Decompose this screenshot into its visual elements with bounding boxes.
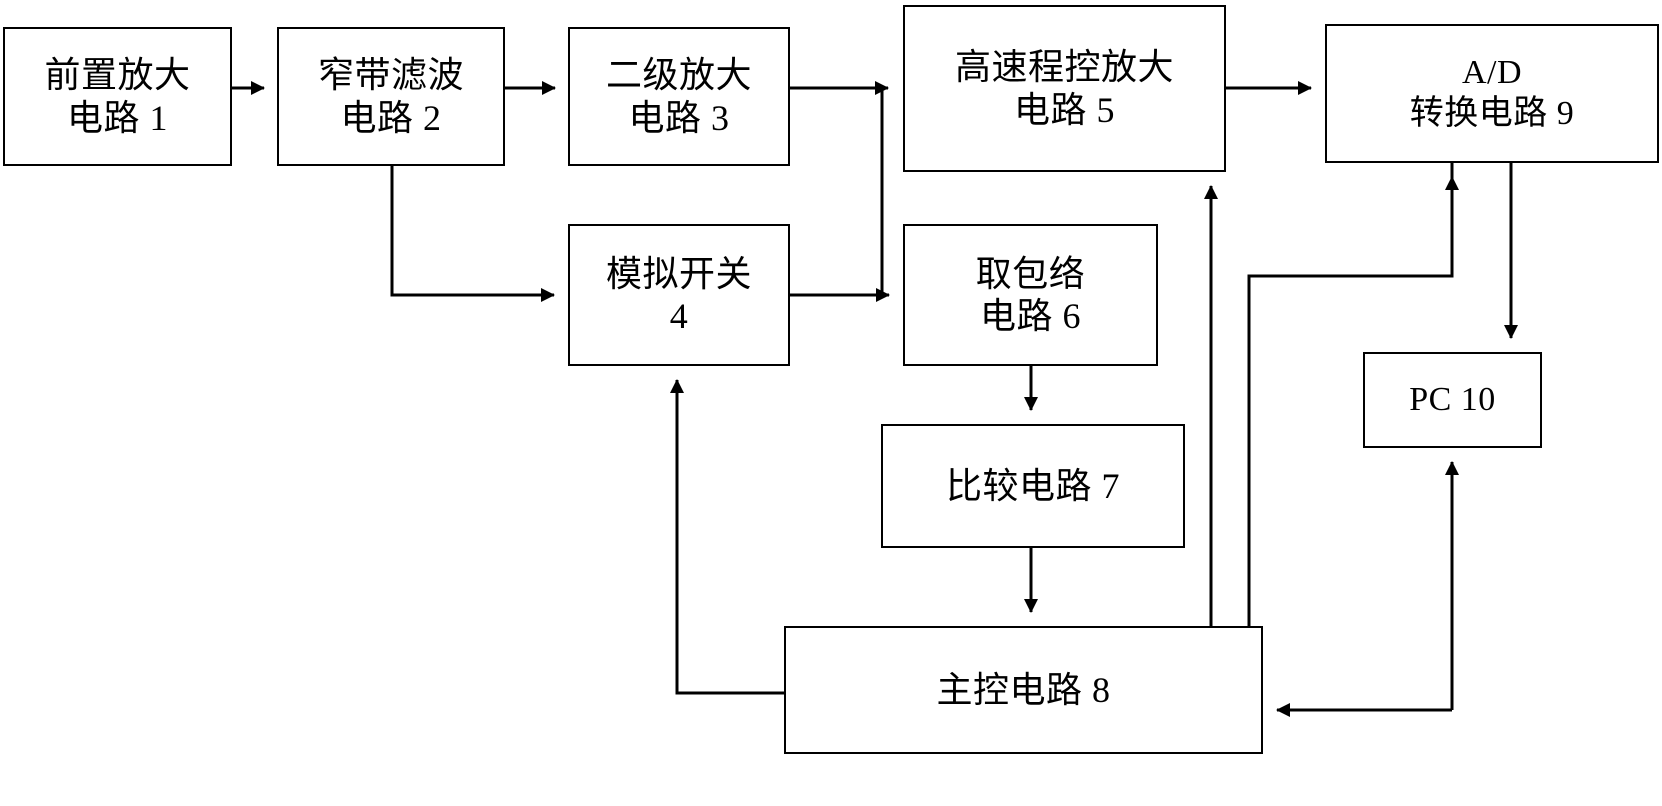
block-label: 比较电路 7 [945,465,1120,506]
block-label: 模拟开关 4 [605,253,752,336]
block-label: 取包络 电路 6 [975,253,1086,336]
block-label: 主控电路 8 [936,669,1111,710]
wire-b8-b9 [1247,176,1459,626]
block-label: 二级放大 电路 3 [605,55,752,138]
block-pc-10[interactable]: PC 10 [1363,352,1542,448]
wire-b2-b4 [390,166,555,302]
block-narrowband-filter-circuit-2[interactable]: 窄带滤波 电路 2 [277,27,505,166]
block-label: PC 10 [1409,380,1496,418]
block-high-speed-programmable-amplifier-circuit-5[interactable]: 高速程控放大 电路 5 [903,5,1226,172]
block-label: 高速程控放大 电路 5 [954,47,1174,130]
block-envelope-detection-circuit-6[interactable]: 取包络 电路 6 [903,224,1158,366]
wire-b8-b4 [670,379,784,695]
block-label: 前置放大 电路 1 [44,55,191,138]
block-main-control-circuit-8[interactable]: 主控电路 8 [784,626,1263,754]
block-pre-amplifier-circuit-1[interactable]: 前置放大 电路 1 [3,27,232,166]
block-ad-conversion-circuit-9[interactable]: A/D 转换电路 9 [1325,24,1659,163]
block-label: 窄带滤波 电路 2 [317,55,464,138]
block-analog-switch-4[interactable]: 模拟开关 4 [568,224,790,366]
block-label: A/D 转换电路 9 [1409,54,1575,132]
block-second-stage-amplifier-circuit-3[interactable]: 二级放大 电路 3 [568,27,790,166]
block-comparator-circuit-7[interactable]: 比较电路 7 [881,424,1185,548]
